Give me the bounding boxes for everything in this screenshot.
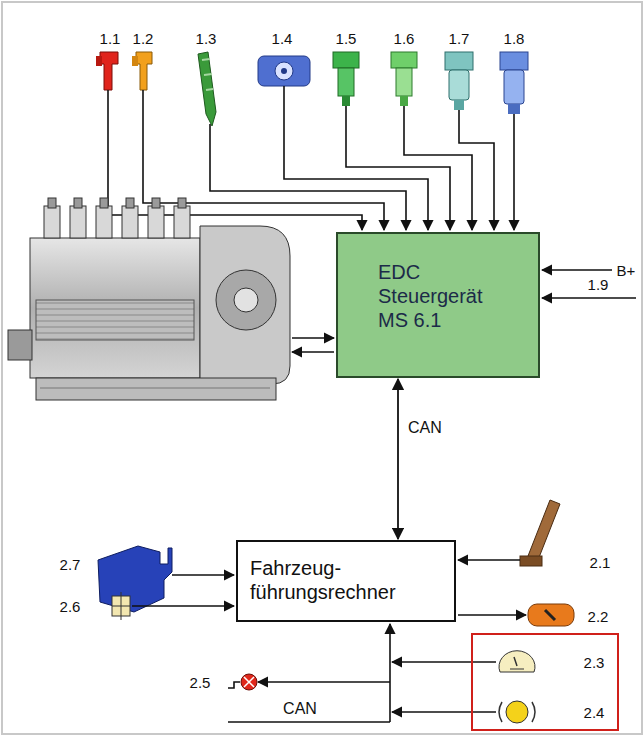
callout-number: 1.7	[447, 30, 472, 47]
callout-number: 2.7	[58, 556, 83, 573]
node-text: Fahrzeug- führungsrechner	[250, 556, 430, 604]
callout-number: 2.3	[582, 654, 607, 671]
valve-fitting	[48, 198, 56, 208]
sensor-1-1	[96, 52, 118, 90]
sensor-1-7	[445, 52, 473, 110]
callout-number: 2.4	[582, 704, 607, 721]
callout-number: 1.2	[131, 30, 156, 47]
bus-connector	[397, 379, 399, 539]
callout-number: 1.8	[502, 30, 527, 47]
sensor-1-2	[132, 52, 152, 90]
callout-number: 2.6	[58, 598, 83, 615]
gauge-2-3	[499, 651, 535, 672]
callout-number: 1.4	[270, 30, 295, 47]
delivery-valve	[44, 206, 60, 238]
indicator-2-4	[499, 701, 535, 723]
signal-name: B+	[615, 262, 638, 279]
callout-number: 1.5	[334, 30, 359, 47]
gearbox-2-7	[98, 546, 172, 612]
callout-number: 1.3	[194, 30, 219, 47]
callout-number: 1.9	[586, 276, 611, 293]
highlight-frame	[472, 634, 618, 730]
callout-number: 1.1	[98, 30, 123, 47]
valve-fitting	[100, 198, 108, 208]
valve-fitting	[152, 198, 160, 208]
control-unit-box: EDC Steuergerät MS 6.1	[336, 232, 540, 378]
delivery-valve	[148, 206, 164, 238]
delivery-valve	[174, 206, 190, 238]
sensor-1-5	[333, 52, 359, 106]
bus-label: CAN	[408, 419, 442, 437]
sensor-1-4	[258, 56, 310, 86]
injection-pump	[8, 198, 290, 400]
callout-number: 2.2	[586, 608, 611, 625]
sensor-1-6	[391, 52, 417, 106]
callout-number: 2.5	[188, 674, 213, 691]
switch-2-6	[112, 592, 130, 620]
injector-1-3	[198, 52, 216, 126]
pump-signal-arrows	[292, 338, 334, 352]
delivery-valve	[70, 206, 86, 238]
actuator-2-2	[528, 604, 574, 626]
bus-label: CAN	[281, 700, 319, 717]
callout-number: 2.1	[588, 554, 613, 571]
delivery-valve	[122, 206, 138, 238]
callout-number: 1.6	[392, 30, 417, 47]
sensor-1-8	[500, 52, 528, 114]
warning-lamp-2-5	[241, 674, 257, 690]
node-text: EDC Steuergerät MS 6.1	[378, 260, 518, 332]
valve-fitting	[178, 198, 186, 208]
delivery-valve	[96, 206, 112, 238]
vehicle-computer-box: Fahrzeug- führungsrechner	[236, 540, 456, 622]
valve-fitting	[126, 198, 134, 208]
valve-fitting	[74, 198, 82, 208]
lever-2-1	[520, 500, 560, 566]
